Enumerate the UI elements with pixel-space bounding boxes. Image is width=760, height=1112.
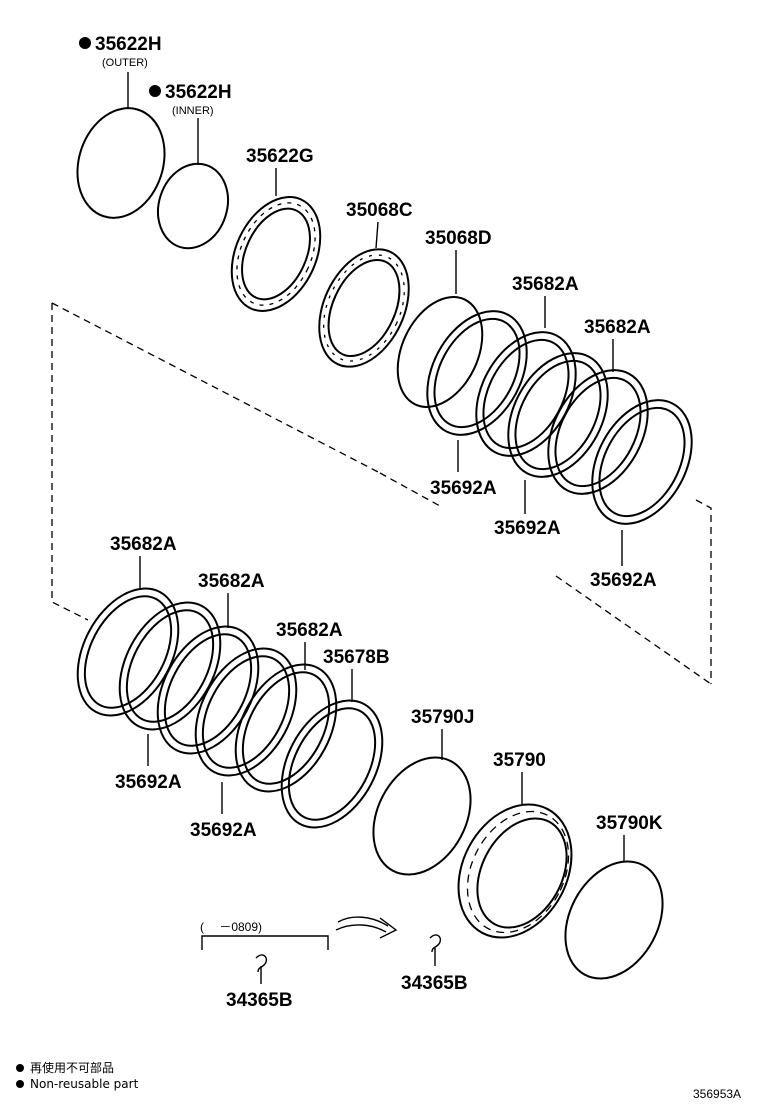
part-label-35692A-3: 35692A [590,570,657,591]
legend-line-1: 再使用不可部品 [30,1060,114,1075]
clutch-pack-lower [76,587,384,829]
legend-line-2: Non-reusable part [30,1077,139,1091]
part-label-35692A-2: 35692A [494,518,561,539]
plate-35068C [318,248,410,368]
legend-bullet [16,1064,24,1072]
part-label-35692A-5: 35692A [190,820,257,841]
legend-bullet [16,1080,24,1088]
snap-ring-35790J [372,756,472,876]
part-label-35068C: 35068C [346,200,413,221]
part-label-35678B: 35678B [323,647,390,668]
non-reusable-marker [149,85,161,97]
part-label-34365B-left: 34365B [226,990,293,1011]
clip-34365B-left [255,954,268,984]
clutch-pack-upper [426,310,693,525]
o-ring-inner [157,162,229,250]
part-label-35622H-inner: 35622H [165,82,232,103]
part-note-outer: (OUTER) [102,57,148,69]
part-label-35692A-1: 35692A [430,478,497,499]
part-label-35622H-outer: 35622H [95,34,162,55]
part-label-35790J: 35790J [411,707,474,728]
bracket-label: ( －0809) [200,920,262,934]
o-ring-outer [76,107,166,219]
hub-35790 [457,803,573,939]
part-label-35682A-5: 35682A [276,620,343,641]
part-label-35622G: 35622G [246,146,314,167]
non-reusable-marker [79,37,91,49]
snap-ring-35790K [564,860,664,980]
part-label-35790: 35790 [493,750,546,771]
part-label-34365B-right: 34365B [401,973,468,994]
part-label-35682A-3: 35682A [110,534,177,555]
part-note-inner: (INNER) [172,105,214,117]
part-label-35682A-1: 35682A [512,274,579,295]
clip-34365B-right [429,934,442,966]
date-range-bracket [201,935,329,950]
part-label-35790K: 35790K [596,813,663,834]
part-label-35682A-4: 35682A [198,571,265,592]
part-label-35682A-2: 35682A [584,317,651,338]
diagram-id: 356953A [693,1087,741,1101]
arrow-icon [335,916,398,939]
part-label-35692A-4: 35692A [115,772,182,793]
piston-35622G [230,196,322,312]
assembly-guide-dashed [51,302,712,685]
snap-ring-35068D [396,296,484,408]
part-label-35068D: 35068D [425,228,492,249]
